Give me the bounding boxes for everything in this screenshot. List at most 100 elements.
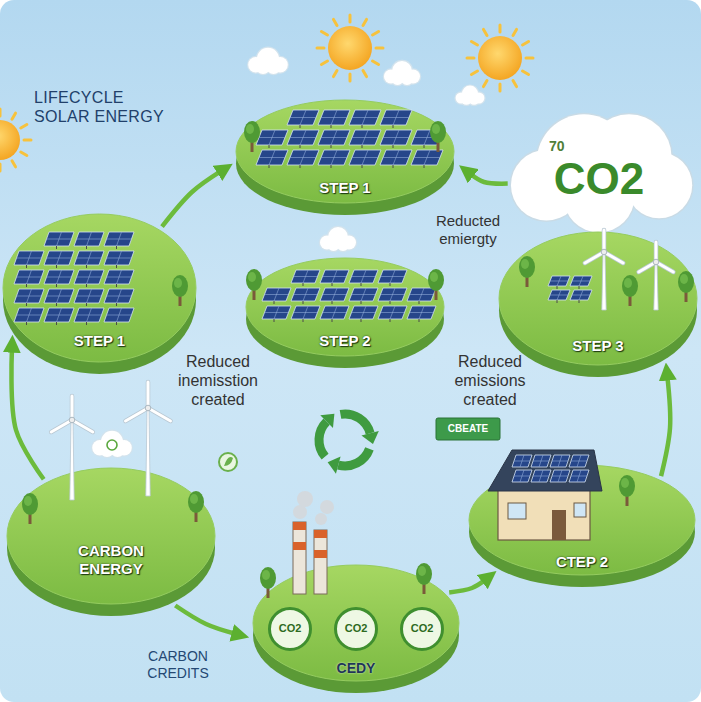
turbine-blade-edge xyxy=(72,420,93,432)
chimney-stripe xyxy=(293,522,306,530)
panel-leg xyxy=(331,125,332,128)
sun-ray xyxy=(513,81,517,87)
panel-leg xyxy=(56,322,57,325)
recycle-symbol xyxy=(319,414,379,474)
solar-panel xyxy=(262,288,291,301)
panel-leg xyxy=(26,322,27,325)
solar-panel xyxy=(262,306,291,319)
label-box: Reduced emissions created xyxy=(438,352,542,410)
diagram-title: LIFECYCLE SOLAR ENERGY xyxy=(34,88,166,126)
sun-ray xyxy=(526,57,533,60)
cloud-puff xyxy=(469,94,479,104)
panel-leg xyxy=(362,165,363,168)
create-tag: CBEATE xyxy=(436,418,500,440)
cloud-puff xyxy=(337,238,350,251)
island-top xyxy=(3,214,196,362)
panel-leg xyxy=(26,284,27,287)
island-top xyxy=(246,258,444,356)
panel-leg xyxy=(419,319,420,322)
turbine-blade xyxy=(604,252,623,263)
tree xyxy=(678,271,694,302)
flow-arrow xyxy=(470,174,507,184)
panel-leg xyxy=(303,301,304,304)
co2-text: CO2 xyxy=(554,155,644,203)
panel-grid xyxy=(579,276,583,286)
panel-grid xyxy=(419,288,424,301)
panel-grid xyxy=(361,306,366,319)
solar-panel xyxy=(44,232,74,246)
recycle-arc xyxy=(338,449,369,466)
panel-leg xyxy=(390,301,391,304)
panel-grid xyxy=(117,308,122,322)
sun-ray xyxy=(471,42,477,46)
panel-grid xyxy=(520,455,524,467)
panel-grid xyxy=(361,270,366,283)
panel-leg xyxy=(303,319,304,322)
sun-ray xyxy=(12,113,16,119)
tree-crown xyxy=(244,121,260,143)
panel-grid xyxy=(87,308,92,322)
panel-grid xyxy=(390,288,395,301)
panel-leg xyxy=(393,145,394,148)
solar-panel xyxy=(318,110,350,125)
panel-leg xyxy=(56,303,57,306)
sun-ray xyxy=(523,42,529,46)
co2-disc: CO2 xyxy=(400,607,444,651)
panel-grid xyxy=(117,289,122,303)
panel-grid xyxy=(557,290,561,300)
solar-panel xyxy=(74,232,104,246)
credits-island: CO2CO2CO2CEDY xyxy=(252,565,460,693)
solar-panel xyxy=(287,110,319,125)
solar-field xyxy=(548,276,592,303)
panel-leg xyxy=(116,246,117,249)
solar-panel xyxy=(512,455,532,467)
panel-grid xyxy=(390,306,395,319)
tree xyxy=(428,269,444,300)
recycle-arc xyxy=(340,414,370,433)
recycle-head xyxy=(320,414,334,428)
house-wall xyxy=(498,488,590,540)
tree xyxy=(260,567,276,598)
flow-arrow xyxy=(162,171,221,226)
tree-highlight xyxy=(248,272,256,282)
title-box: LIFECYCLE SOLAR ENERGY xyxy=(34,88,166,126)
island-top xyxy=(7,468,215,604)
sun xyxy=(317,15,383,81)
sun-ray xyxy=(467,57,474,60)
recycle-head xyxy=(361,431,378,444)
co2-disc: CO2 xyxy=(334,607,378,651)
tree-highlight xyxy=(24,496,32,506)
panel-grid xyxy=(557,276,561,286)
label-box: CARBON CREDITS xyxy=(136,648,220,682)
tree-highlight xyxy=(246,124,254,134)
turbine-blade xyxy=(603,230,606,252)
eco-icon-leaf xyxy=(224,457,233,466)
tree-crown xyxy=(678,271,694,293)
tree-crown xyxy=(246,269,262,291)
step-label: STEP 1 xyxy=(319,179,370,197)
solar-panel xyxy=(349,288,378,301)
panel-grid xyxy=(419,306,424,319)
panel-leg xyxy=(116,322,117,325)
panel-grid xyxy=(390,270,395,283)
panel-grid xyxy=(57,270,62,284)
tree-crown xyxy=(428,269,444,291)
panel-leg xyxy=(362,145,363,148)
solar-panel xyxy=(349,306,378,319)
wind-turbine xyxy=(639,242,674,310)
panel-grid xyxy=(87,289,92,303)
turbine-blade xyxy=(71,396,74,420)
solar-panel xyxy=(570,290,592,300)
tree-highlight xyxy=(432,124,440,134)
small-cloud xyxy=(91,430,133,459)
panel-grid xyxy=(300,130,306,145)
panel-grid xyxy=(539,470,543,482)
solar-panel xyxy=(256,130,288,145)
house-window xyxy=(508,503,526,519)
panel-leg xyxy=(361,301,362,304)
sun-ray xyxy=(484,81,488,87)
panel-leg xyxy=(116,265,117,268)
panel-grid xyxy=(274,288,279,301)
sun-ray xyxy=(21,152,27,156)
tree-crown xyxy=(188,491,204,513)
